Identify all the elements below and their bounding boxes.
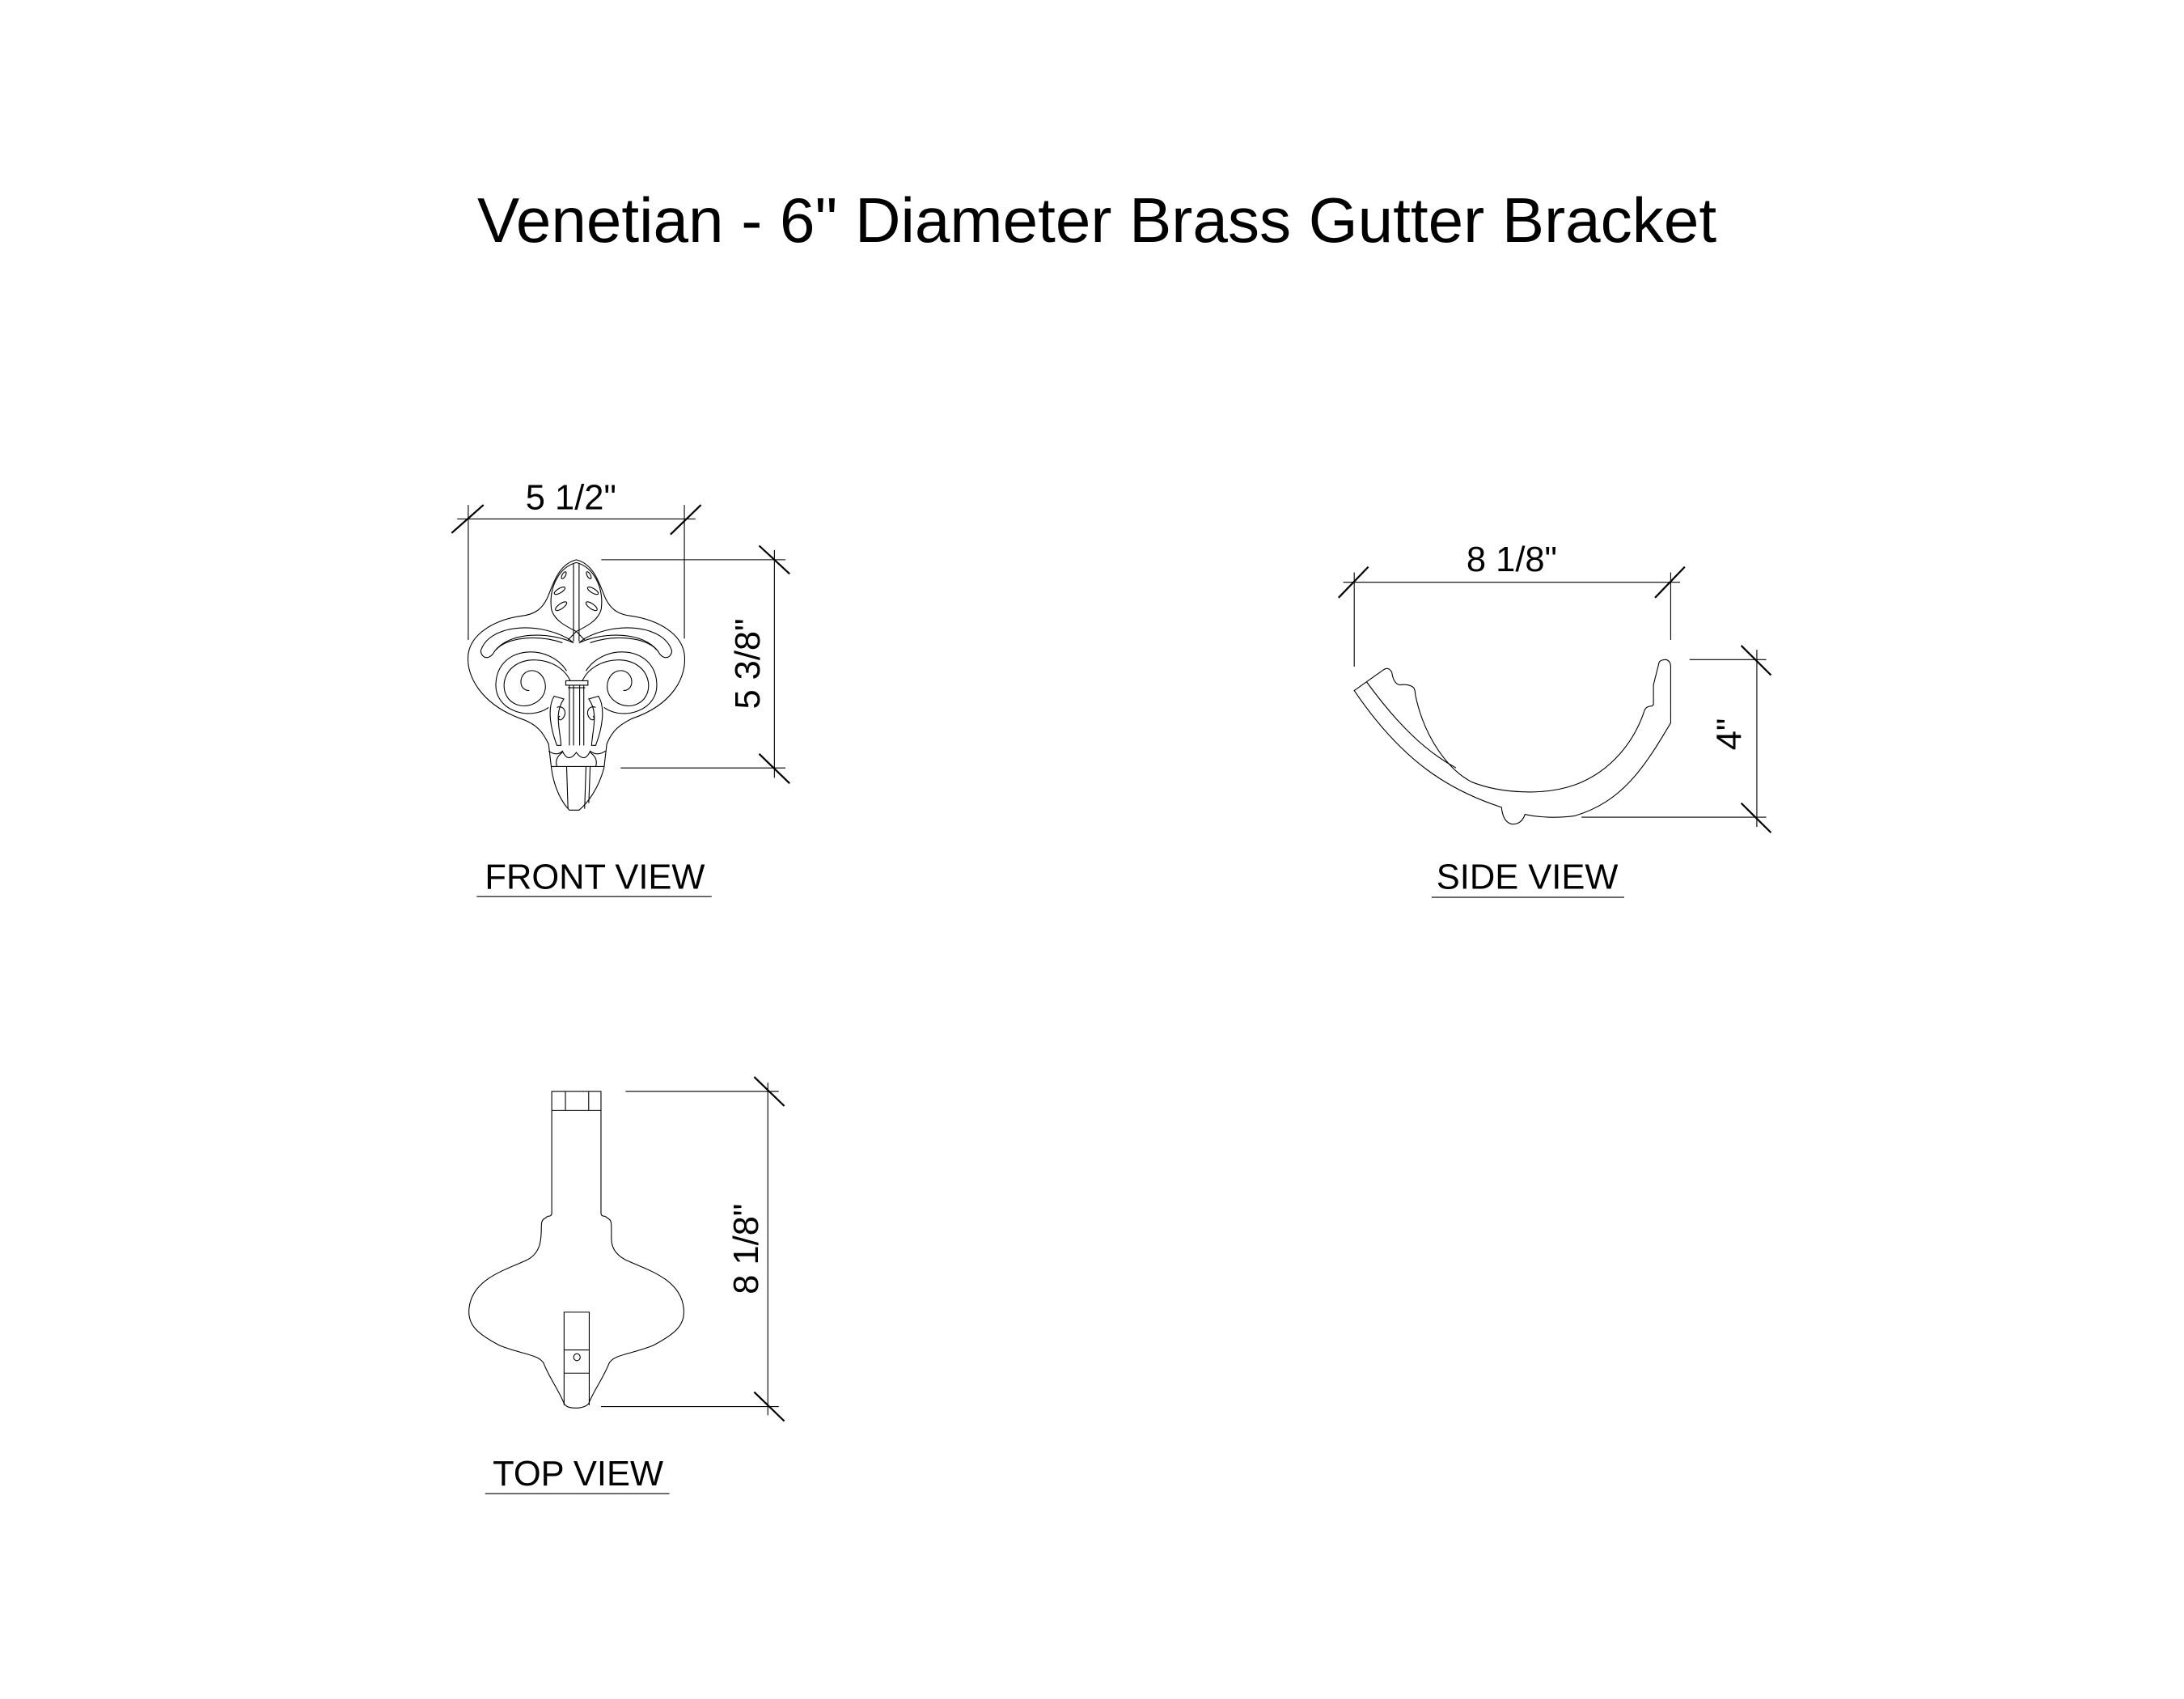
front-width-dimension-label: 5 1/2" (526, 478, 616, 517)
side-width-dimension-label: 8 1/8" (1467, 540, 1557, 579)
front-width-dimension (451, 505, 700, 640)
screw-hole-icon (574, 1354, 580, 1361)
top-view: 8 1/8" TOP VIEW (469, 1077, 785, 1494)
bottom-flutes (566, 766, 590, 808)
ornament-right (579, 628, 672, 745)
bottom-scallops (548, 751, 605, 766)
top-length-dimension (601, 1077, 785, 1421)
front-view-label: FRONT VIEW (485, 858, 705, 897)
bracket-side-inner-edge (1367, 682, 1456, 768)
side-height-dimension-label: 4" (1710, 718, 1749, 751)
side-view-drawing (1339, 567, 1771, 833)
front-height-dimension (601, 546, 789, 784)
drawing-title: Venetian - 6" Diameter Brass Gutter Brac… (477, 184, 1716, 256)
top-view-label: TOP VIEW (493, 1455, 663, 1494)
bracket-side-outline (1354, 659, 1670, 824)
center-column (565, 680, 587, 745)
front-height-dimension-label: 5 3/8" (729, 618, 768, 709)
top-length-dimension-label: 8 1/8" (727, 1204, 766, 1294)
leaf-slits (553, 571, 599, 612)
top-tab-divisions (552, 1091, 601, 1110)
leaf-stem (568, 564, 585, 642)
side-height-dimension (1581, 646, 1771, 833)
top-view-drawing (469, 1077, 785, 1421)
side-width-dimension (1339, 567, 1685, 667)
front-view: 5 1/2" 5 3/8" FRONT VIEW (451, 478, 789, 896)
side-view-label: SIDE VIEW (1437, 858, 1619, 897)
side-view: 8 1/8" 4" SIDE VIEW (1339, 540, 1771, 897)
bracket-top-outline (469, 1091, 684, 1408)
front-view-drawing (451, 505, 789, 810)
mounting-slot (564, 1312, 589, 1405)
